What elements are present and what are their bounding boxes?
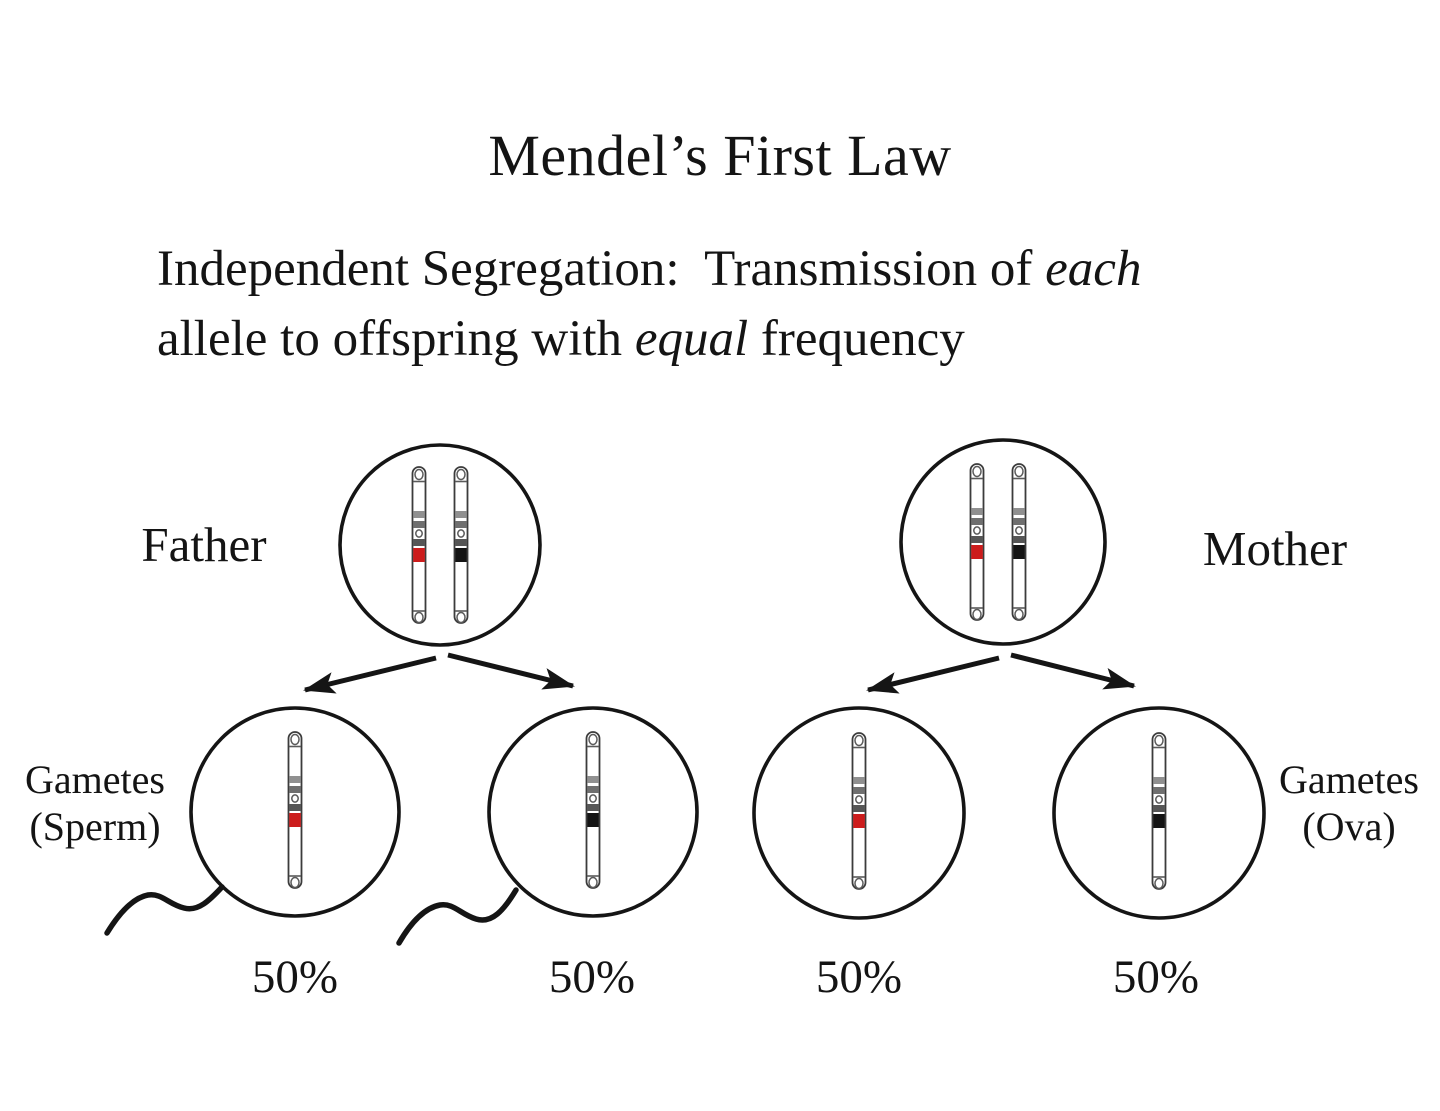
mother-cell-circle — [899, 438, 1107, 646]
subtitle-text: Independent Segregation: Transmission of — [157, 241, 1046, 297]
mother-label: Mother — [1202, 521, 1348, 576]
page-title: Mendel’s First Law — [488, 123, 952, 188]
subtitle-text: allele to offspring with — [157, 311, 635, 368]
ova1-chromosome-red-allele — [851, 732, 867, 890]
gametes-ova-label: Gametes(Ova) — [1258, 756, 1440, 850]
father-chromosome-black-allele — [453, 466, 469, 624]
slide-subtitle: Independent Segregation: Transmission of… — [157, 234, 1357, 375]
father-chromosome-red-allele — [411, 466, 427, 624]
subtitle-italic-equal: equal — [634, 311, 749, 368]
percentage-label-sperm-1: 50% — [251, 951, 339, 1003]
sperm1-chromosome-red-allele — [287, 731, 303, 889]
gametes-sperm-line1: Gametes — [25, 757, 165, 802]
sperm-tail-1 — [104, 884, 225, 936]
sperm-tail-2 — [396, 887, 519, 946]
father-cell-circle — [338, 443, 542, 647]
mother-arrow-right — [1010, 652, 1136, 690]
percentage-label-ova-1: 50% — [815, 951, 903, 1003]
percentage-label-ova-2: 50% — [1112, 951, 1200, 1003]
subtitle-line-1: Independent Segregation: Transmission of… — [157, 234, 1357, 304]
father-arrow-left — [303, 655, 437, 694]
mother-arrow-left — [866, 655, 1000, 694]
father-arrow-right — [447, 652, 575, 690]
subtitle-text: frequency — [748, 311, 965, 368]
subtitle-line-2: allele to offspring with equal frequency — [157, 304, 1357, 374]
mother-chromosome-black-allele — [1011, 463, 1027, 621]
gametes-sperm-line2: (Sperm) — [29, 804, 161, 850]
gametes-sperm-label: Gametes(Sperm) — [6, 756, 184, 850]
ova2-chromosome-black-allele — [1151, 732, 1167, 890]
mother-chromosome-red-allele — [969, 463, 985, 621]
subtitle-italic-each: each — [1045, 241, 1142, 297]
father-label: Father — [141, 517, 267, 572]
percentage-label-sperm-2: 50% — [548, 951, 636, 1003]
gametes-ova-line2: (Ova) — [1302, 804, 1396, 850]
gametes-ova-line1: Gametes — [1279, 757, 1419, 802]
sperm2-chromosome-black-allele — [585, 731, 601, 889]
